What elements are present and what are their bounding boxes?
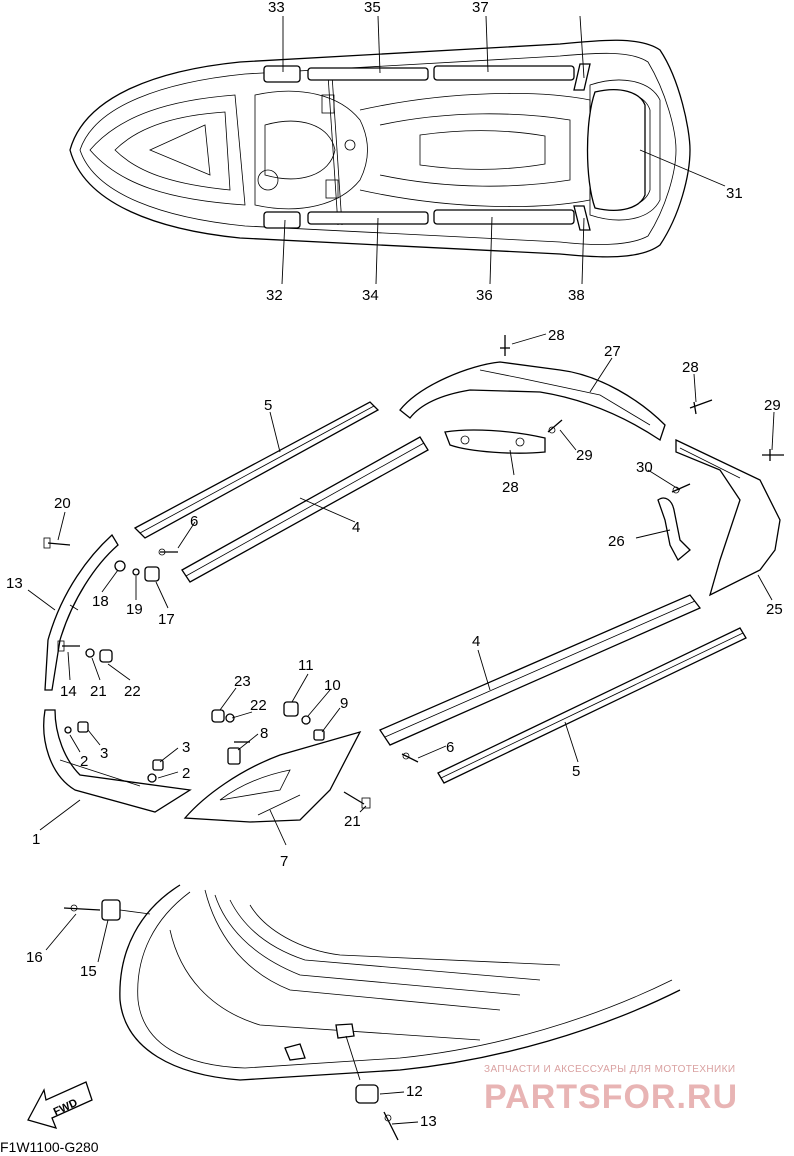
callout-37: 38 bbox=[568, 287, 585, 304]
callout-33: 34 bbox=[362, 287, 379, 304]
callout-1: 1 bbox=[32, 831, 40, 848]
watermark: ЗАПЧАСТИ И АКСЕССУАРЫ ДЛЯ МОТОТЕХНИКИ PA… bbox=[484, 1064, 738, 1116]
callout-18: 17 bbox=[158, 611, 175, 628]
callout-21-left: 20 bbox=[54, 495, 71, 512]
callout-labels: 33 35 37 31 32 34 36 38 28 27 28 29 29 2… bbox=[6, 0, 783, 1130]
callout-2-right: 2 bbox=[182, 765, 190, 782]
callout-6-lower: 6 bbox=[446, 739, 454, 756]
callout-6-upper: 6 bbox=[190, 513, 198, 530]
callout-4-lower: 4 bbox=[472, 633, 480, 650]
rear-section-leaders bbox=[509, 333, 775, 601]
callout-4-upper: 4 bbox=[352, 519, 360, 536]
rail-leaders bbox=[177, 411, 579, 763]
front-left-leaders bbox=[27, 511, 179, 831]
callout-32: 33 bbox=[268, 0, 285, 16]
middle-parts bbox=[183, 701, 371, 823]
callout-3-right: 3 bbox=[182, 739, 190, 756]
callout-30: 31 bbox=[726, 185, 743, 202]
rear-section-parts bbox=[399, 335, 784, 597]
callout-23-mid: 23 bbox=[234, 673, 251, 690]
callout-5-upper: 5 bbox=[264, 397, 272, 414]
callout-22-left: 21 bbox=[90, 683, 107, 700]
callout-17: 16 bbox=[26, 949, 43, 966]
callout-36: 37 bbox=[472, 0, 489, 16]
callout-28-top: 28 bbox=[548, 327, 565, 344]
top-view-leaders bbox=[281, 15, 726, 285]
watercraft-top-view bbox=[69, 39, 691, 258]
callout-29-top: 29 bbox=[576, 447, 593, 464]
callout-3-left: 3 bbox=[100, 745, 108, 762]
callout-34: 35 bbox=[364, 0, 381, 16]
callout-10: 13 bbox=[420, 1113, 437, 1130]
callout-26: 27 bbox=[604, 343, 621, 360]
callout-2-left: 2 bbox=[80, 753, 88, 770]
callout-31: 32 bbox=[266, 287, 283, 304]
callout-16: 15 bbox=[80, 963, 97, 980]
callout-15: 14 bbox=[60, 683, 77, 700]
watermark-tagline: ЗАПЧАСТИ И АКСЕССУАРЫ ДЛЯ МОТОТЕХНИКИ bbox=[484, 1064, 735, 1075]
callout-24: 25 bbox=[766, 601, 783, 618]
side-rails bbox=[133, 401, 747, 784]
callout-12: 9 bbox=[340, 695, 348, 712]
callout-23-left: 22 bbox=[124, 683, 141, 700]
callout-8: 8 bbox=[260, 725, 268, 742]
callout-29-lower: 30 bbox=[636, 459, 653, 476]
callout-20: 19 bbox=[126, 601, 143, 618]
callout-35: 36 bbox=[476, 287, 493, 304]
callout-5-lower: 5 bbox=[572, 763, 580, 780]
callout-28-mid: 28 bbox=[682, 359, 699, 376]
front-left-parts bbox=[43, 533, 192, 813]
callout-7: 7 bbox=[280, 853, 288, 870]
fwd-arrow: FWD bbox=[27, 1081, 93, 1129]
callout-25: 26 bbox=[608, 533, 625, 550]
middle-leaders bbox=[219, 673, 367, 846]
callout-14: 13 bbox=[6, 575, 23, 592]
callout-28-right: 29 bbox=[764, 397, 781, 414]
callout-11: 11 bbox=[298, 657, 314, 674]
drawing-code: F1W1100-G280 bbox=[0, 1139, 99, 1155]
watermark-brand: PARTSFOR.RU bbox=[484, 1078, 738, 1116]
hull-bottom-view bbox=[63, 884, 681, 1141]
hull-leaders bbox=[45, 913, 419, 1125]
callout-21-mid: 21 bbox=[344, 813, 361, 830]
callout-22-mid: 22 bbox=[250, 697, 267, 714]
callout-27: 28 bbox=[502, 479, 519, 496]
callout-13: 10 bbox=[324, 677, 341, 694]
callout-9: 12 bbox=[406, 1083, 423, 1100]
callout-19: 18 bbox=[92, 593, 109, 610]
